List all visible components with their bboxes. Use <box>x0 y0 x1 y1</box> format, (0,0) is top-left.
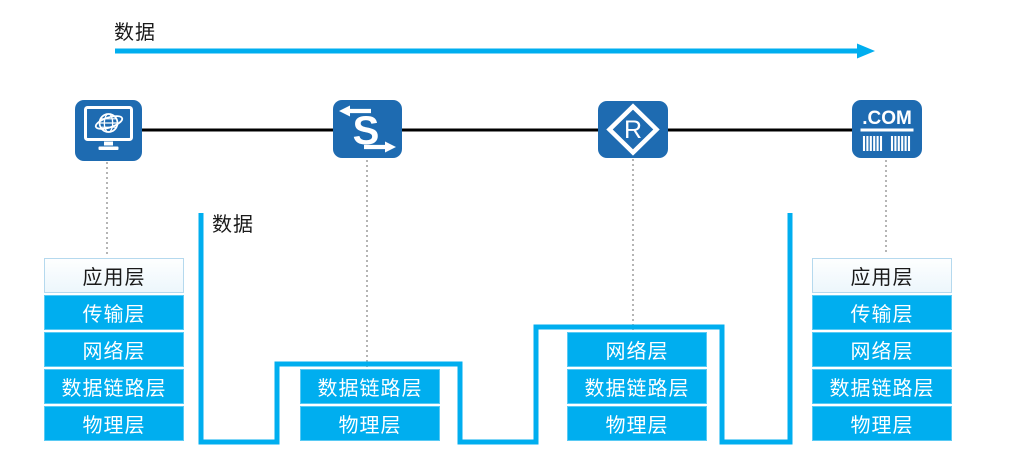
switch-arrows-icon: S <box>333 100 402 158</box>
layer-datalink: 数据链路层 <box>300 369 440 404</box>
server-protocol-stack: 应用层 传输层 网络层 数据链路层 物理层 <box>812 258 952 441</box>
layer-transport: 传输层 <box>812 295 952 330</box>
router-letter: R <box>624 116 642 144</box>
layer-physical: 物理层 <box>567 406 707 441</box>
layer-datalink: 数据链路层 <box>567 369 707 404</box>
layer-transport: 传输层 <box>44 295 184 330</box>
client-protocol-stack: 应用层 传输层 网络层 数据链路层 物理层 <box>44 258 184 441</box>
dotcom-server-icon: .COM <box>852 100 922 158</box>
server-barcode-bars <box>862 136 911 151</box>
layer-network: 网络层 <box>812 332 952 367</box>
layer-physical: 物理层 <box>300 406 440 441</box>
layer-application: 应用层 <box>44 258 184 293</box>
layer-application: 应用层 <box>812 258 952 293</box>
router-diamond-icon: R <box>598 101 668 158</box>
layer-physical: 物理层 <box>812 406 952 441</box>
layer-physical: 物理层 <box>44 406 184 441</box>
layer-network: 网络层 <box>567 332 707 367</box>
data-label-top: 数据 <box>114 22 156 44</box>
server-dotcom-text: .COM <box>862 108 912 129</box>
layer-datalink: 数据链路层 <box>812 369 952 404</box>
router-protocol-stack: 网络层 数据链路层 物理层 <box>567 332 707 441</box>
layer-datalink: 数据链路层 <box>44 369 184 404</box>
layer-network: 网络层 <box>44 332 184 367</box>
top-data-arrow-head <box>857 43 875 59</box>
data-label-mid: 数据 <box>212 214 254 236</box>
switch-protocol-stack: 数据链路层 物理层 <box>300 369 440 441</box>
computer-globe-icon <box>75 100 142 161</box>
data-flow-path <box>198 213 793 445</box>
